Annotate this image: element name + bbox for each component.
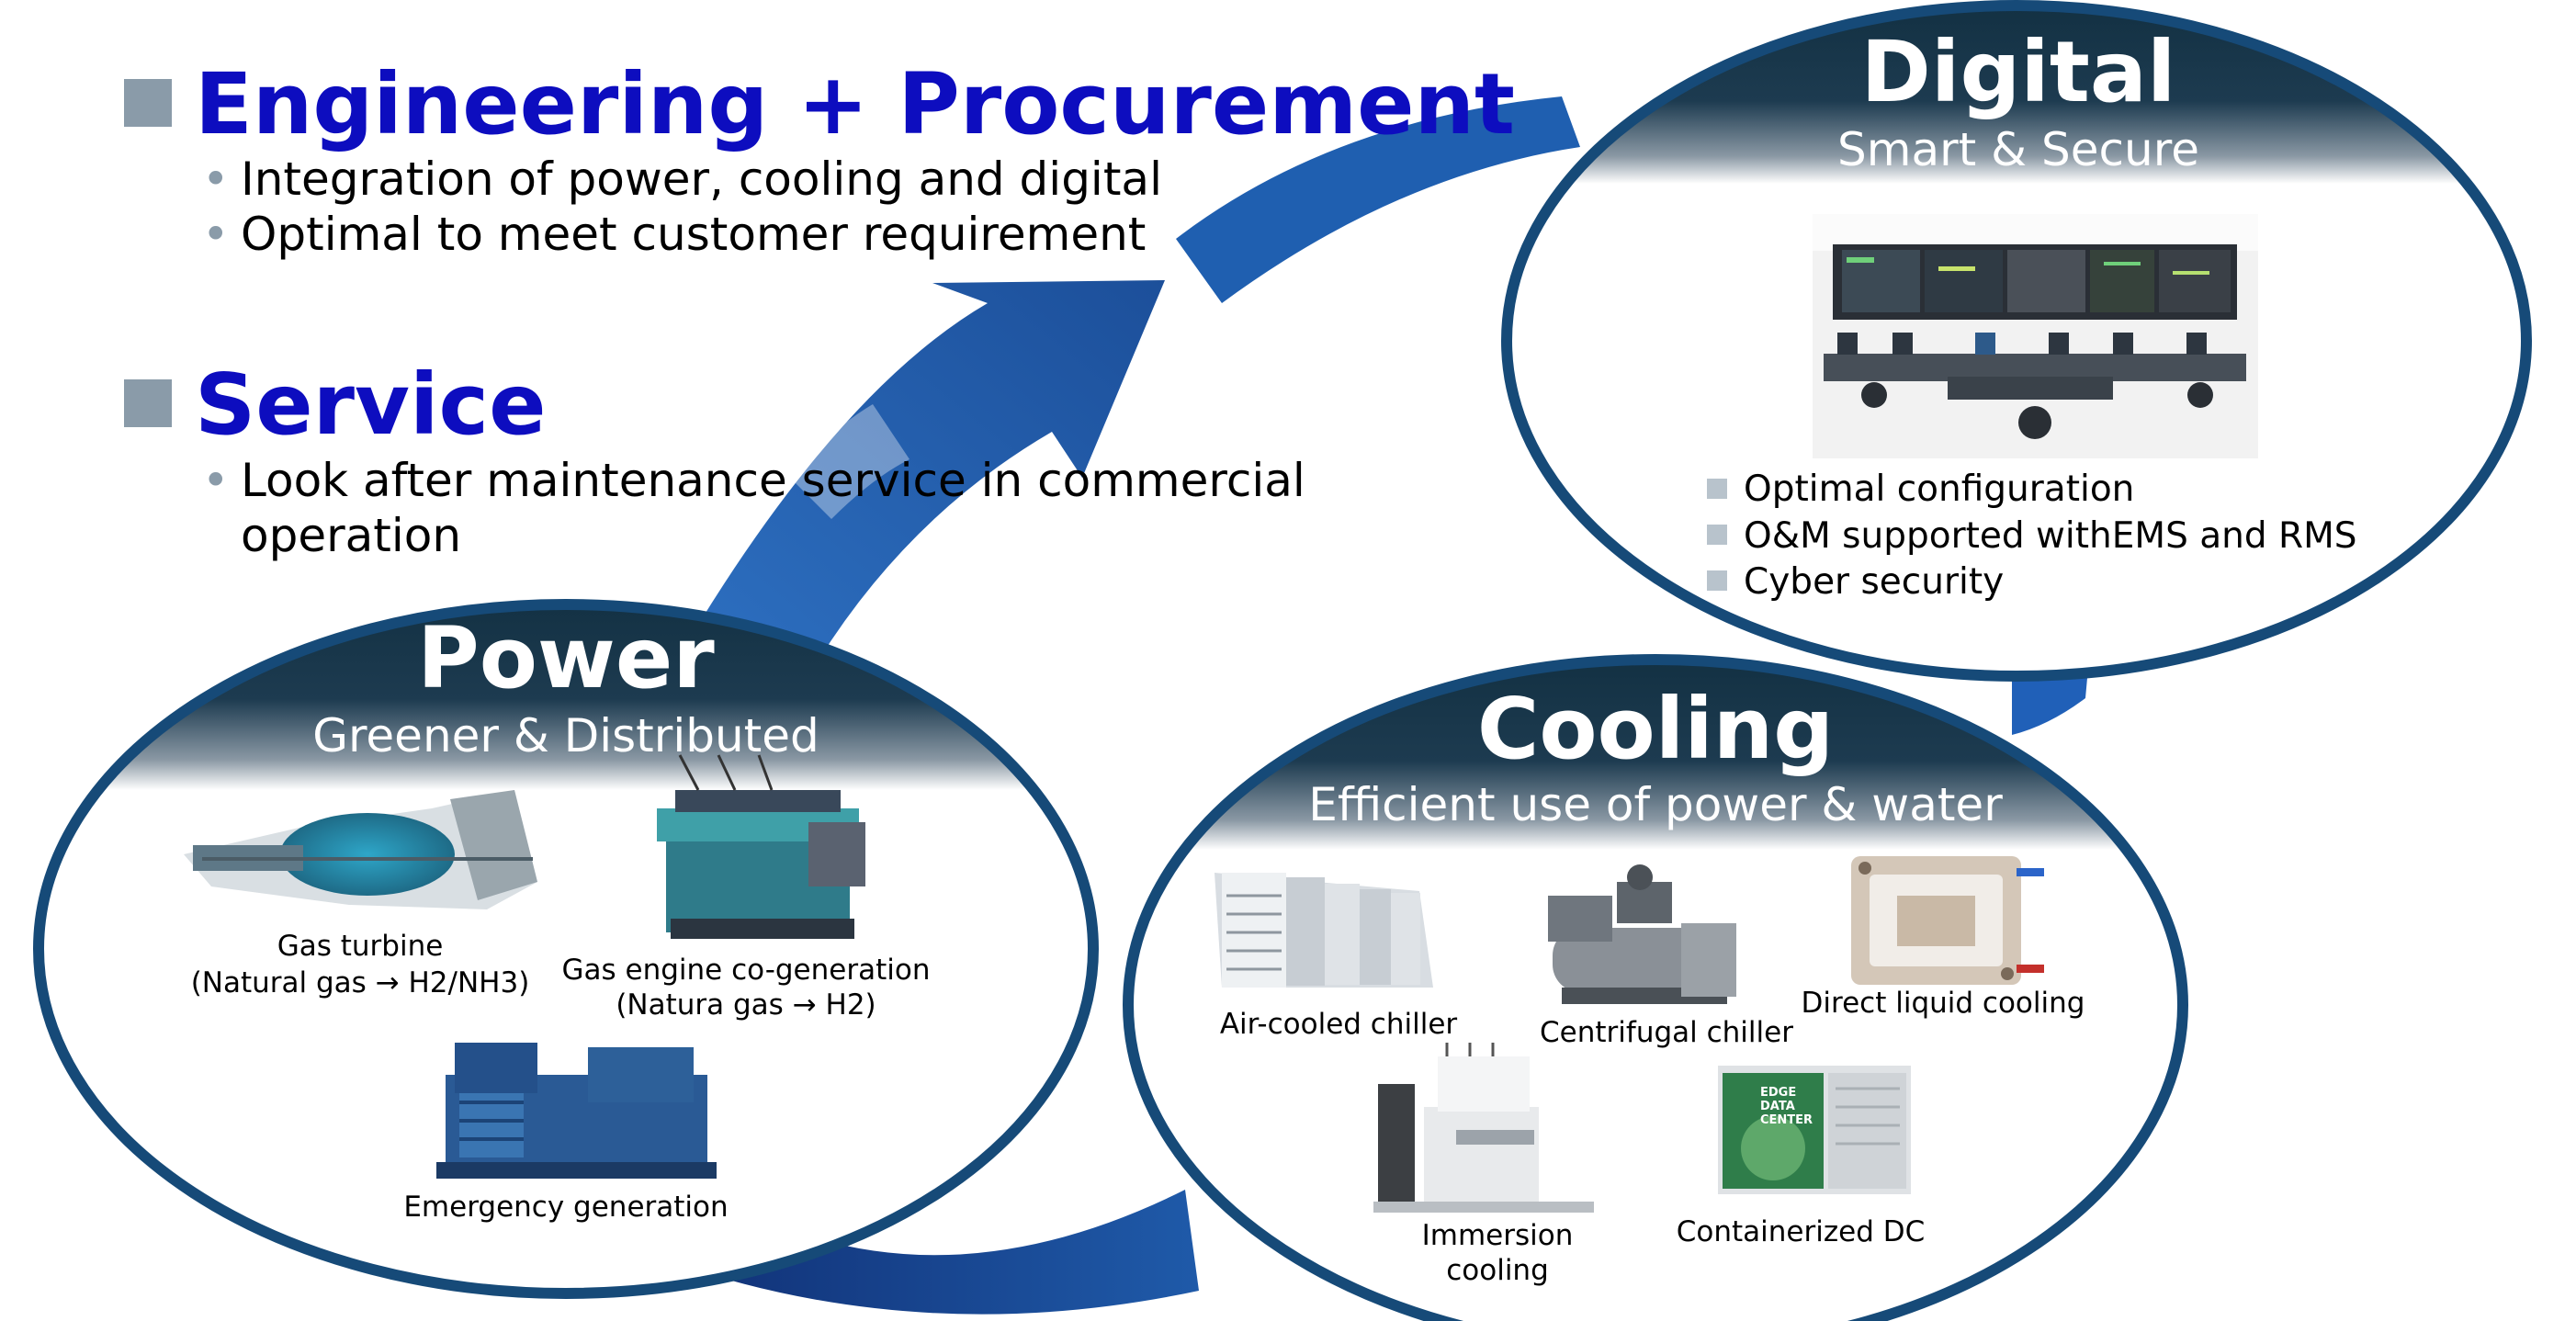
power-ellipse [33, 599, 1099, 1299]
digital-item-2: O&M supported withEMS and RMS [1744, 515, 2357, 557]
power-section: Power Greener & Distributed Gas turbine … [33, 599, 1099, 1299]
power-subtitle: Greener & Distributed [312, 709, 819, 762]
arrow-highlight [790, 404, 910, 519]
service-title: Service [195, 356, 547, 454]
engineering-title: Engineering + Procurement [195, 55, 1515, 153]
arrow-lower-band [661, 1185, 1199, 1315]
containerized-dc-image [1718, 1066, 1911, 1194]
cooling-section: Cooling Efficient use of power & water A… [1123, 654, 2188, 1321]
immersion-label-1: Immersion [1422, 1219, 1574, 1252]
immersion-label-2: cooling [1446, 1254, 1549, 1287]
service-bullet-line-1: Look after maintenance service in commer… [241, 454, 1305, 507]
engineering-bullet-1: • Integration of power, cooling and digi… [202, 152, 1162, 207]
digital-item-marker-3 [1707, 570, 1727, 591]
arrow-power-to-digital [698, 280, 1165, 661]
emergency-label: Emergency generation [403, 1191, 728, 1224]
gas-engine-label-2: (Natura gas → H2) [616, 988, 876, 1022]
air-cooled-chiller-image [1215, 873, 1433, 988]
engineering-bullet-2: • Optimal to meet customer requirement [202, 207, 1147, 262]
service-bullet-1: • Look after maintenance service in comm… [202, 453, 1305, 508]
cooling-title: Cooling [1477, 680, 1834, 778]
engineering-bullet-1-text: Integration of power, cooling and digita… [241, 152, 1162, 206]
digital-subtitle: Smart & Secure [1837, 123, 2199, 176]
digital-title: Digital [1861, 23, 2176, 121]
bullet-dot: • [202, 152, 230, 206]
gas-turbine-label-2: (Natural gas → H2/NH3) [191, 966, 530, 999]
power-title: Power [417, 609, 715, 707]
bullet-dot: • [202, 208, 230, 261]
air-cooled-label: Air-cooled chiller [1220, 1008, 1458, 1041]
digital-item-1: Optimal configuration [1744, 469, 2134, 510]
arrow-top-band [1176, 96, 1580, 303]
digital-item-marker-1 [1707, 479, 1727, 499]
bullet-dot: • [202, 454, 230, 507]
cooling-subtitle: Efficient use of power & water [1308, 778, 2003, 831]
service-bullet-continuation: operation [241, 509, 462, 562]
direct-liquid-cooling-image [1851, 856, 2044, 985]
cycle-arrows [661, 96, 2095, 1315]
container-sign-1: EDGE [1760, 1086, 1796, 1100]
cooling-ellipse [1123, 654, 2188, 1321]
control-room-image [1813, 214, 2258, 458]
digital-item-marker-2 [1707, 525, 1727, 545]
digital-item-3: Cyber security [1744, 561, 2004, 603]
engineering-bullet-2-text: Optimal to meet customer requirement [241, 208, 1147, 261]
gas-engine-image [657, 754, 865, 939]
gas-turbine-image [184, 790, 537, 909]
direct-liquid-label: Direct liquid cooling [1802, 987, 2085, 1020]
immersion-cooling-image [1373, 1043, 1594, 1213]
centrifugal-label: Centrifugal chiller [1540, 1016, 1793, 1049]
container-sign-2: DATA [1760, 1100, 1795, 1113]
engineering-square-marker [124, 79, 172, 127]
digital-section: Digital Smart & Secure [1501, 0, 2532, 682]
centrifugal-chiller-image [1548, 864, 1736, 1004]
container-sign-3: CENTER [1760, 1113, 1813, 1127]
containerized-label: Containerized DC [1677, 1215, 1926, 1248]
gas-engine-label-1: Gas engine co-generation [562, 954, 931, 987]
emergency-generator-image [436, 1043, 717, 1179]
service-square-marker [124, 379, 172, 427]
digital-ellipse [1501, 0, 2532, 682]
gas-turbine-label-1: Gas turbine [277, 930, 444, 963]
